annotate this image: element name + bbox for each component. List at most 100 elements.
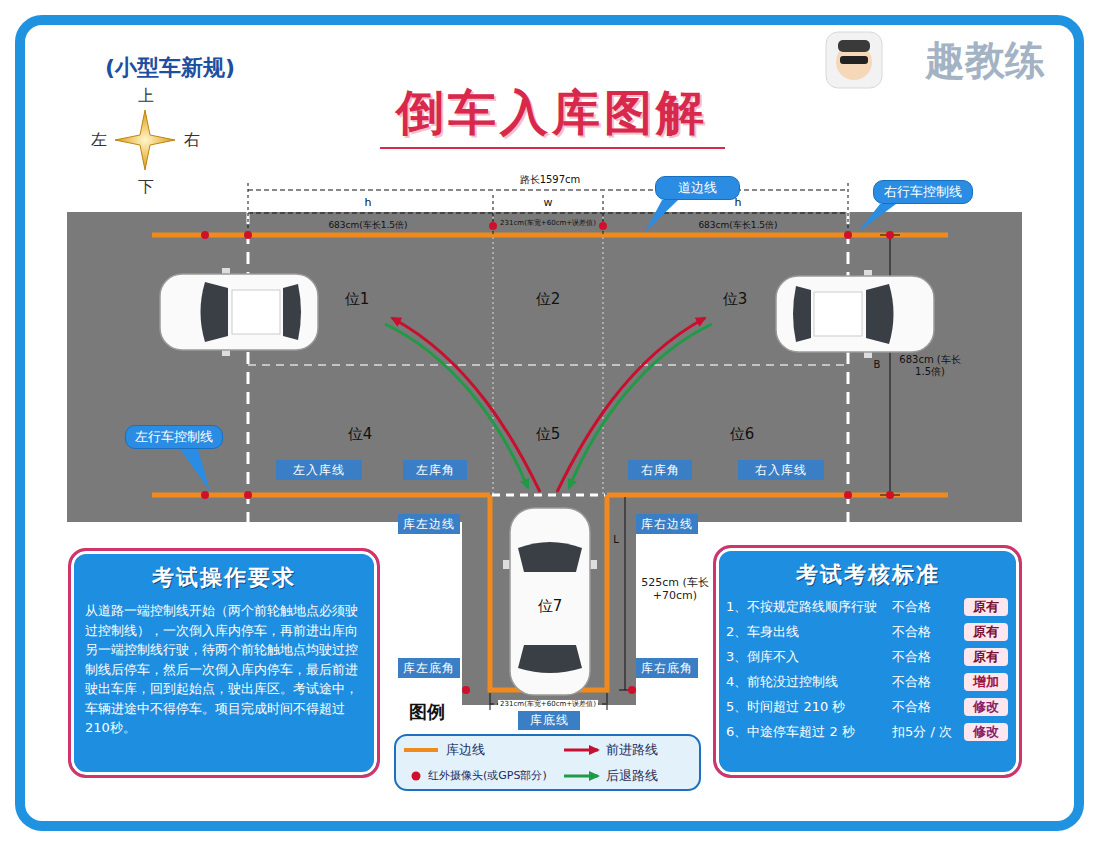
- watermark: 趣教练: [925, 37, 1045, 83]
- criteria-status: 修改: [964, 698, 1008, 716]
- criteria-result: 不合格: [892, 673, 964, 691]
- dimension-label: 路长1597cm: [518, 174, 583, 186]
- legend-box: [395, 735, 700, 790]
- camera-dot: [201, 491, 209, 499]
- dimension-label: 683cm(车长1.5倍): [698, 220, 777, 230]
- car-mirror: [503, 560, 510, 569]
- criteria-table: 1、不按规定路线顺序行驶不合格原有2、车身出线不合格原有3、倒库不入不合格原有4…: [726, 598, 1009, 741]
- criteria-result: 不合格: [892, 623, 964, 641]
- criteria-item: 2、车身出线: [726, 623, 892, 641]
- dimension-label: 231cm(车宽+60cm+误差值): [500, 219, 596, 227]
- car-window: [201, 282, 229, 342]
- car-mirror: [864, 270, 872, 276]
- reverse-route: [385, 324, 528, 488]
- camera-dot: [244, 231, 252, 239]
- diagram-title: 倒车入库图解: [396, 85, 708, 140]
- line-tag: 库右底角: [636, 658, 698, 678]
- callout-tail: [180, 449, 210, 491]
- tag-text: 库右边线: [641, 516, 693, 533]
- car-right: [776, 270, 934, 358]
- criteria-result: 不合格: [892, 598, 964, 616]
- grid-line: [248, 364, 848, 366]
- dimension-label: 683cm(车长1.5倍): [328, 220, 407, 230]
- criteria-status: 原有: [964, 598, 1008, 616]
- tag-text: 右行车控制线: [884, 183, 962, 201]
- tag-text: 左行车控制线: [135, 428, 213, 446]
- watermark-glasses: [840, 56, 868, 64]
- criteria-result: 不合格: [892, 648, 964, 666]
- dimension-line: [248, 213, 848, 214]
- dimension-tick: [848, 183, 849, 235]
- dimension-letter: B: [874, 359, 881, 371]
- legend-sample: [564, 749, 598, 752]
- watermark-hair: [838, 40, 870, 52]
- watermark-icon: [826, 32, 882, 88]
- callout-tail: [858, 204, 896, 232]
- position-label: 位2: [536, 291, 561, 308]
- criteria-item: 4、前轮没过控制线: [726, 673, 892, 691]
- road-surface: [67, 212, 1022, 522]
- tag-text: 左入库线: [293, 462, 345, 479]
- car-window: [518, 645, 582, 673]
- legend-sample: [412, 772, 421, 781]
- tag-text: 库左边线: [403, 516, 455, 533]
- criteria-result: 扣5分 / 次: [892, 723, 964, 741]
- criteria-panel: 考试考核标准1、不按规定路线顺序行驶不合格原有2、车身出线不合格原有3、倒库不入…: [713, 545, 1022, 778]
- compass-letter: 下: [138, 178, 154, 196]
- camera-dot: [489, 222, 497, 230]
- dimension-letter: h: [365, 197, 372, 210]
- panel-heading: 考试考核标准: [726, 560, 1009, 590]
- dimension-line: [248, 190, 848, 191]
- garage-mouth-line: [492, 494, 605, 497]
- dimension-label: 231cm(车宽+60cm+误差值): [498, 700, 598, 708]
- compass-letter: 左: [91, 131, 107, 149]
- grid-line: [603, 212, 604, 495]
- legend-text: 红外摄像头(或GPS部分): [428, 769, 547, 782]
- position-label: 位3: [723, 291, 748, 308]
- position-label: 位1: [345, 291, 370, 308]
- criteria-item: 5、时间超过 210 秒: [726, 698, 892, 716]
- tag-text: 右库角: [641, 462, 680, 479]
- car-mirror: [222, 268, 230, 274]
- panel-body: 从道路一端控制线开始（两个前轮触地点必须驶过控制线），一次倒入库内停车，再前进出…: [85, 601, 363, 738]
- car-roof: [232, 290, 280, 334]
- road-edge-line: [152, 233, 948, 238]
- car-window: [283, 284, 301, 340]
- criteria-status: 原有: [964, 648, 1008, 666]
- car-roof: [814, 292, 862, 336]
- criteria-status: 修改: [964, 723, 1008, 741]
- criteria-result: 不合格: [892, 698, 964, 716]
- line-tag: 右入库线: [738, 460, 824, 480]
- info-panel: 考试操作要求从道路一端控制线开始（两个前轮触地点必须驶过控制线），一次倒入库内停…: [68, 548, 380, 778]
- camera-dot: [628, 686, 636, 694]
- dimension-tick: [607, 693, 608, 710]
- grid-line: [493, 212, 494, 495]
- compass-letter: 上: [138, 87, 154, 105]
- tag-text: 库左底角: [403, 660, 455, 677]
- dimension-tick: [248, 183, 249, 235]
- forward-route: [392, 318, 540, 492]
- line-tag: 库底线: [518, 711, 580, 730]
- camera-dot: [886, 231, 894, 239]
- camera-dot: [844, 231, 852, 239]
- car-mirror: [590, 560, 597, 569]
- callout-box: 右行车控制线: [873, 180, 973, 204]
- criteria-item: 6、中途停车超过 2 秒: [726, 723, 892, 741]
- compass-star: [115, 110, 175, 170]
- car-body: [510, 508, 590, 695]
- line-tag: 左库角: [403, 460, 467, 480]
- position-label: 位7: [538, 598, 563, 615]
- control-line: [847, 212, 850, 522]
- legend-sample: [564, 775, 598, 778]
- line-tag: 库左底角: [398, 658, 460, 678]
- position-label: 位5: [536, 426, 561, 443]
- dimension-label: 525cm (车长+70cm): [635, 577, 715, 602]
- forward-route: [557, 318, 705, 492]
- line-tag: 左入库线: [276, 460, 362, 480]
- legend-text: 后退路线: [606, 768, 658, 784]
- camera-dot: [462, 686, 470, 694]
- car-body: [160, 274, 318, 350]
- legend-heading: 图例: [409, 702, 445, 723]
- criteria-item: 1、不按规定路线顺序行驶: [726, 598, 892, 616]
